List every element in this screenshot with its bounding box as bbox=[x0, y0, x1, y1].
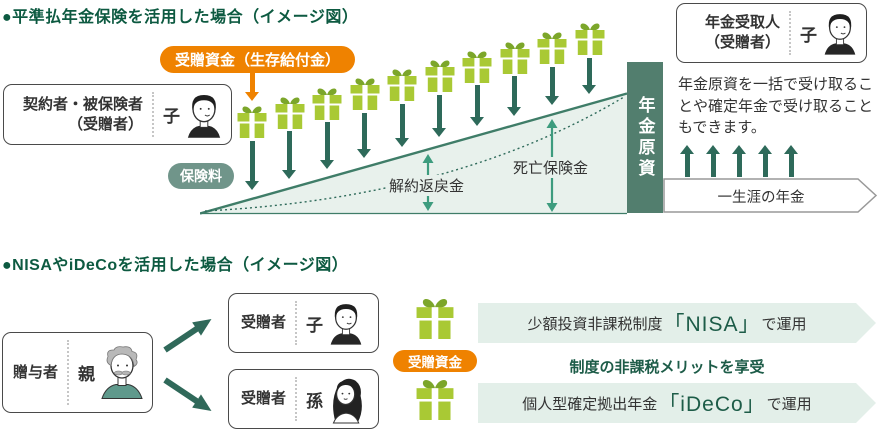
lifetime-banner-shape bbox=[663, 178, 878, 213]
dotted-divider bbox=[152, 92, 154, 137]
surrender-value-label: 解約返戻金 bbox=[387, 175, 467, 196]
dotted-divider bbox=[295, 377, 298, 421]
parent-avatar bbox=[100, 346, 144, 399]
contractor-label: 契約者・被保険者 （受贈者） bbox=[22, 95, 143, 133]
up-arrow bbox=[783, 145, 799, 177]
down-arrow bbox=[244, 140, 260, 190]
gift-icon bbox=[425, 59, 455, 92]
gift-icon bbox=[312, 87, 342, 120]
tax-merit-text: 制度の非課税メリットを享受 bbox=[569, 359, 765, 376]
up-arrow bbox=[731, 145, 747, 177]
gift-icon bbox=[350, 77, 380, 110]
recipient-grandchild-box: 受贈者 孫 bbox=[228, 369, 379, 429]
gift-icon bbox=[462, 50, 492, 83]
death-benefit-label: 死亡保険金 bbox=[511, 157, 591, 178]
orange-down-arrow bbox=[245, 72, 259, 101]
down-arrow bbox=[432, 94, 447, 137]
lifetime-banner-label: 一生涯の年金 bbox=[717, 190, 805, 206]
premium-badge: 保険料 bbox=[168, 163, 234, 189]
dotted-divider bbox=[789, 11, 791, 55]
dotted-divider bbox=[67, 340, 70, 405]
gift-funds-badge: 受贈資金 bbox=[393, 350, 477, 372]
dotted-divider bbox=[295, 301, 298, 345]
up-arrow bbox=[757, 145, 773, 177]
donor-person: 親 bbox=[78, 365, 96, 384]
contractor-box: 契約者・被保険者 （受贈者） 子 bbox=[3, 84, 232, 145]
arrow-to-child bbox=[163, 319, 212, 353]
gift-icon bbox=[414, 297, 456, 339]
gift-icon bbox=[275, 96, 305, 129]
recipient-child-label: 受贈者 bbox=[241, 314, 287, 331]
down-arrow bbox=[469, 85, 485, 127]
gift-icon bbox=[414, 378, 456, 420]
down-arrow bbox=[394, 103, 410, 148]
recipient-child-box: 受贈者 子 bbox=[228, 293, 379, 353]
up-arrow bbox=[679, 145, 695, 177]
donor-box: 贈与者 親 bbox=[2, 332, 153, 413]
down-arrow bbox=[282, 131, 297, 180]
annuity-fund-bar: 年金原資 bbox=[627, 62, 663, 213]
up-arrow bbox=[705, 145, 721, 177]
section2-title: ●NISAやiDeCoを活用した場合（イメージ図） bbox=[2, 257, 349, 274]
recipient-box: 年金受取人 （受贈者） 子 bbox=[676, 3, 867, 63]
granddaughter-avatar bbox=[328, 375, 366, 424]
gift-icon bbox=[237, 105, 267, 138]
son-avatar bbox=[822, 11, 858, 55]
gift-icon bbox=[500, 41, 530, 74]
section1-title: ●平準払年金保険を活用した場合（イメージ図） bbox=[2, 9, 359, 26]
contractor-person: 子 bbox=[163, 107, 180, 126]
down-arrow bbox=[507, 76, 522, 116]
donor-label: 贈与者 bbox=[13, 363, 59, 381]
recipient-grandchild-person: 孫 bbox=[306, 391, 324, 411]
down-arrow bbox=[544, 66, 560, 106]
recipient-grandchild-label: 受贈者 bbox=[241, 390, 287, 407]
recipient-person: 子 bbox=[800, 25, 817, 45]
down-arrow bbox=[582, 57, 597, 95]
gift-funds-callout: 受贈資金（生存給付金） bbox=[160, 46, 356, 73]
down-arrow bbox=[319, 122, 335, 169]
gift-icon bbox=[537, 31, 567, 64]
payout-note: 年金原資を一括で受け取ることや確定年金で受け取ることもできます。 bbox=[678, 76, 874, 136]
recipient-child-person: 子 bbox=[306, 315, 324, 335]
gift-icon bbox=[575, 22, 605, 55]
nisa-banner: 少額投資非課税制度 「NISA」 で運用 bbox=[478, 303, 876, 343]
arrow-to-grandchild bbox=[163, 377, 212, 411]
growth-slope bbox=[200, 92, 628, 215]
recipient-label: 年金受取人 （受贈者） bbox=[704, 14, 780, 51]
ideco-banner: 個人型確定拠出年金 「iDeCo」 で運用 bbox=[478, 383, 876, 423]
cash-value-dotted-curve bbox=[204, 96, 625, 212]
son-avatar bbox=[328, 300, 364, 346]
gift-icon bbox=[387, 68, 417, 101]
down-arrow bbox=[357, 112, 372, 159]
